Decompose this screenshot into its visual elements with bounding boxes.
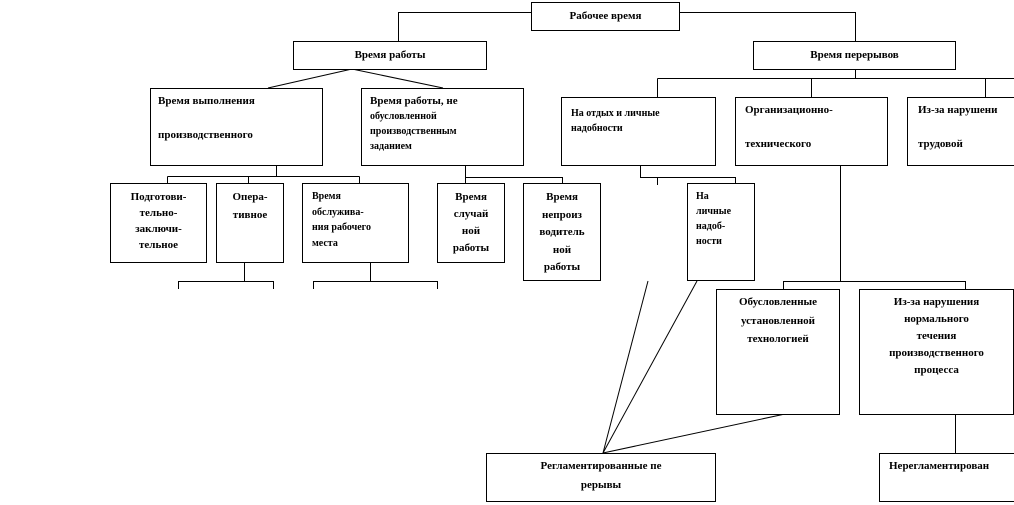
preparatory-text-line: заключи-: [135, 223, 182, 235]
random-work-text-line: работы: [452, 242, 490, 254]
unproductive-work-text-line: ной: [552, 243, 572, 256]
regulated-breaks-text-line: Регламентированные пе: [540, 460, 662, 472]
production-task-text-line: Время выполнения: [158, 95, 255, 107]
root-work-time-box: Рабочее время: [531, 2, 680, 31]
technology-conditioned-box: Обусловленные установленной технологией: [716, 289, 840, 415]
connector-rest-to-personal-needs: [640, 165, 736, 183]
org-technical-box: Организационно- технического: [735, 97, 888, 166]
process-disruption-text-line: нормального: [904, 313, 969, 325]
unregulated-breaks-box: Нерегламентирован: [879, 453, 1014, 502]
regulated-breaks-box: Регламентированные пе рерывы: [486, 453, 716, 502]
workplace-service-text-line: обслужива-: [312, 206, 364, 218]
technology-text-line: Обусловленные: [738, 296, 818, 308]
connector-technology-to-regulated: [602, 413, 786, 454]
operative-time-box: Опера- тивное: [216, 183, 284, 263]
non-task-work-text-line: Время работы, не: [370, 95, 458, 107]
unproductive-work-text-line: непроиз: [542, 208, 582, 221]
preparatory-text-line: тельно-: [139, 207, 178, 219]
process-disruption-box: Из-за нарушения нормального течения прои…: [859, 289, 1014, 415]
rest-text-line: надобности: [571, 123, 623, 134]
unproductive-work-text-line: водитель: [539, 226, 585, 238]
unproductive-work-time-box: Время непроиз водитель ной работы: [523, 183, 601, 281]
random-work-text-line: случай: [453, 208, 489, 220]
random-work-time-box: Время случай ной работы: [437, 183, 505, 263]
preparatory-final-time-box: Подготови- тельно- заключи- тельное: [110, 183, 207, 263]
random-work-text-line: ной: [461, 225, 481, 237]
production-task-time-box: Время выполнения производственного: [150, 88, 323, 166]
random-work-text-line: Время: [455, 191, 487, 203]
non-task-work-text-line: производственным: [370, 126, 457, 137]
connector-diagonal-to-regulated-1: [602, 280, 649, 454]
non-task-work-text-line: заданием: [370, 141, 412, 152]
unproductive-work-text-line: Время: [546, 191, 578, 203]
connector-non-task-bus: [465, 165, 563, 183]
break-time-box: Время перерывов: [753, 41, 956, 70]
process-disruption-text-line: производственного: [889, 347, 984, 359]
unregulated-breaks-text-line: Нерегламентирован: [889, 460, 990, 472]
personal-needs-box: На личные надоб- ности: [687, 183, 755, 281]
connector-work-time-to-non-task-work: [351, 68, 444, 89]
connector-bracket-workplace-service: [313, 281, 438, 289]
technology-text-line: технологией: [747, 333, 809, 345]
workplace-service-text-line: Время: [312, 191, 341, 202]
process-disruption-text-line: течения: [916, 330, 957, 342]
workplace-service-text-line: места: [312, 237, 338, 249]
non-task-work-time-box: Время работы, не обусловленной производс…: [361, 88, 524, 166]
process-disruption-text-line: процесса: [914, 364, 959, 376]
rest-and-personal-needs-box: На отдых и личные надобности: [561, 97, 716, 166]
connector-work-time-to-production-task: [267, 68, 353, 89]
non-task-work-text-line: обусловленной: [370, 111, 437, 122]
workplace-service-text-line: ния рабочего: [312, 222, 371, 233]
personal-needs-text-line: На: [696, 191, 709, 202]
personal-needs-text-line: надоб-: [696, 221, 726, 232]
preparatory-text-line: тельное: [139, 239, 178, 251]
work-time-box: Время работы: [293, 41, 487, 70]
connector-org-technical-bus: [783, 281, 966, 289]
workplace-service-time-box: Время обслужива- ния рабочего места: [302, 183, 409, 263]
connector-bracket-operative: [178, 281, 274, 289]
unproductive-work-text-line: работы: [543, 261, 581, 273]
connector-root-to-break-time: [679, 12, 856, 41]
process-disruption-text-line: Из-за нарушения: [893, 296, 980, 308]
labor-discipline-text-line: трудовой: [918, 138, 963, 150]
operative-text-line: тивное: [232, 209, 268, 221]
org-technical-text-line: Организационно-: [745, 104, 833, 116]
connector-personal-needs-to-regulated: [602, 280, 698, 454]
personal-needs-text-line: личные: [696, 206, 732, 217]
labor-discipline-violation-box: Из-за нарушени трудовой: [907, 97, 1014, 166]
production-task-text-line: производственного: [158, 129, 253, 141]
org-technical-text-line: технического: [745, 138, 812, 150]
connector-root-to-work-time: [398, 12, 531, 41]
personal-needs-text-line: ности: [696, 236, 722, 247]
labor-discipline-text-line: Из-за нарушени: [918, 104, 998, 116]
regulated-breaks-text-line: рерывы: [580, 479, 622, 491]
preparatory-text-line: Подготови-: [130, 191, 187, 203]
rest-text-line: На отдых и личные: [571, 108, 660, 119]
technology-text-line: установленной: [740, 314, 815, 327]
operative-text-line: Опера-: [232, 191, 268, 203]
